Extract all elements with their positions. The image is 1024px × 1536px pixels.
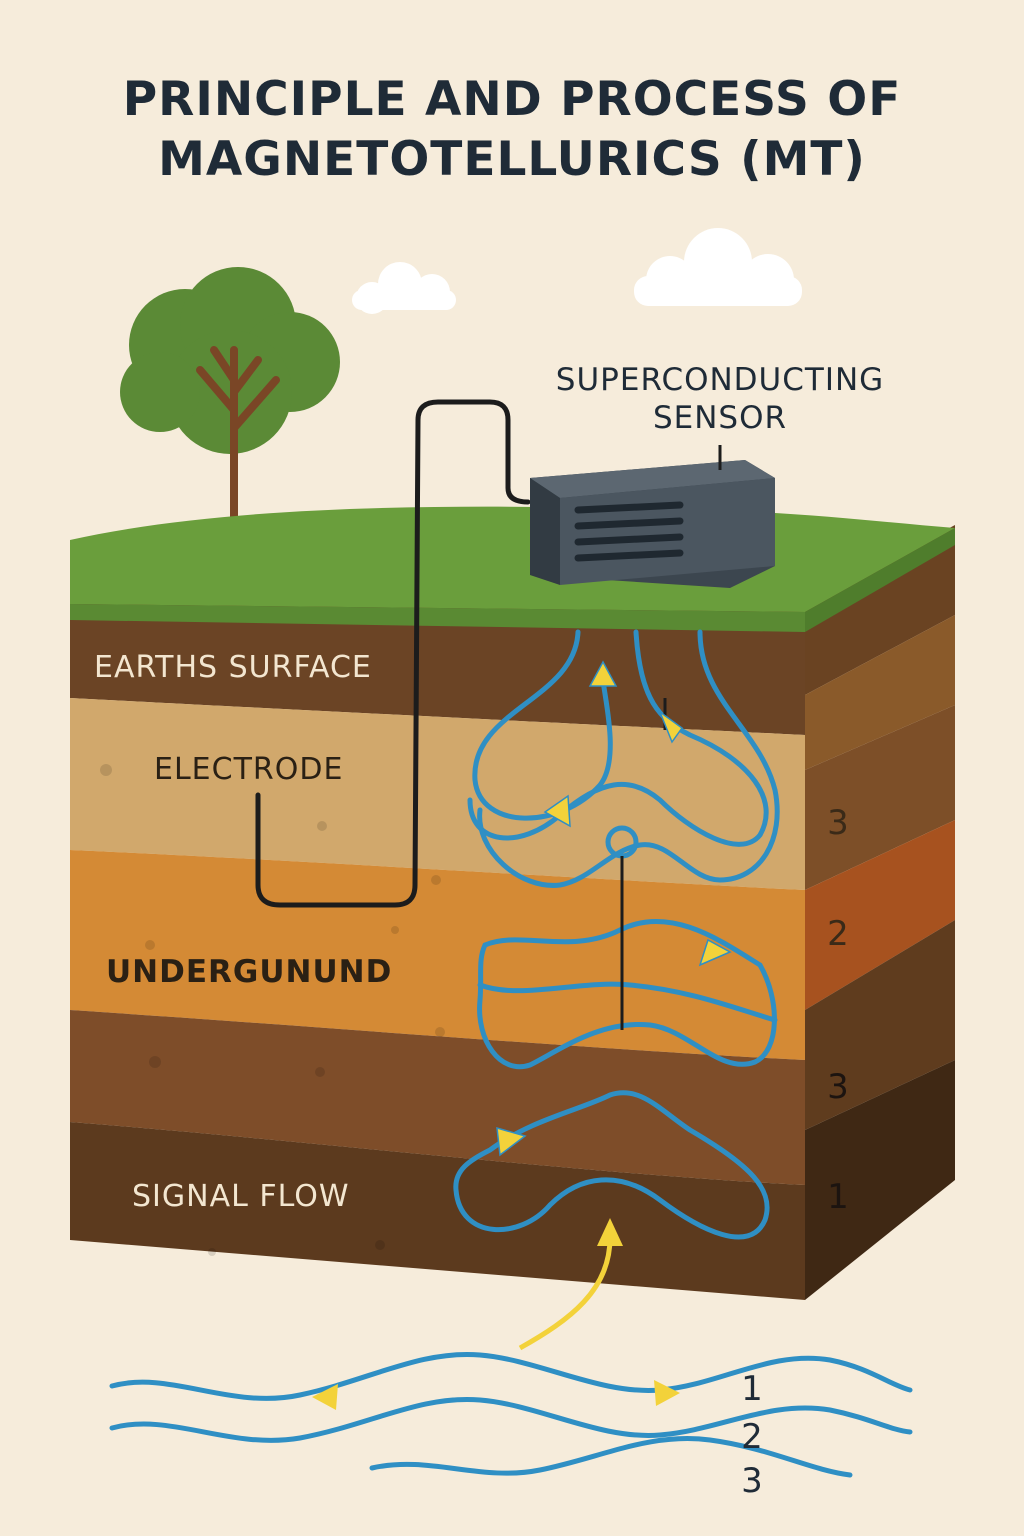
electrode-cable <box>255 399 531 908</box>
title-line-2: MAGNETOTELLURICS (MT) <box>158 132 866 187</box>
label-electrode: ELECTRODE <box>154 752 343 787</box>
source-arrow <box>518 1218 623 1351</box>
sensor-label-line-1: SUPERCONDUCTING <box>556 362 884 398</box>
signal-loops <box>453 629 780 1240</box>
wave-number-2: 2 <box>741 1417 763 1457</box>
wave-number-1: 1 <box>741 1369 763 1409</box>
side-number-4: 1 <box>827 1177 849 1217</box>
tree <box>120 267 340 566</box>
side-number-1: 3 <box>827 803 849 843</box>
wave-number-3: 3 <box>741 1461 763 1501</box>
side-number-2: 2 <box>827 914 849 954</box>
wave-arrows <box>312 1380 680 1410</box>
signal-arrows <box>496 660 732 1157</box>
title-line-1: PRINCIPLE AND PROCESS OF <box>122 72 902 127</box>
side-number-3: 3 <box>827 1067 849 1107</box>
superconducting-sensor-box <box>530 445 775 588</box>
cloud-left <box>352 262 456 314</box>
page-title: PRINCIPLE AND PROCESS OF MAGNETOTELLURIC… <box>0 70 1024 190</box>
soil-speckles <box>100 764 445 1256</box>
em-waves <box>109 1351 913 1478</box>
ground-block-side <box>805 525 955 1300</box>
label-signal-flow: SIGNAL FLOW <box>132 1179 350 1214</box>
label-earths-surface: EARTHS SURFACE <box>94 650 372 685</box>
cloud-right <box>634 228 802 306</box>
label-underground: UNDERGUNUND <box>106 954 392 990</box>
grass-top <box>70 506 955 632</box>
sensor-label-line-2: SENSOR <box>653 400 787 436</box>
